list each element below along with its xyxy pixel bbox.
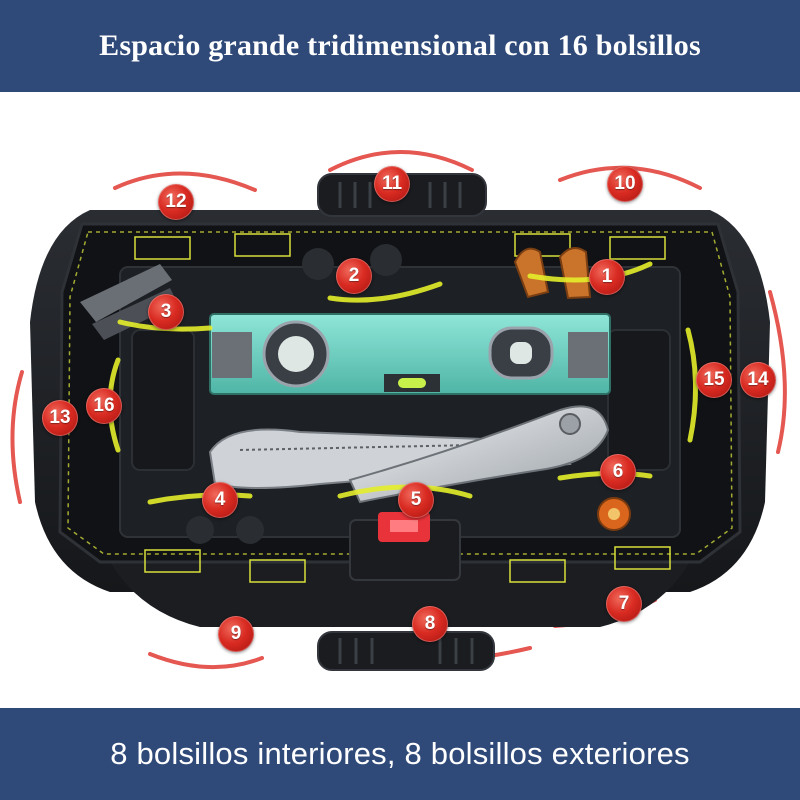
pocket-marker-16: 16: [86, 388, 122, 424]
tool-knob-1: [302, 248, 334, 280]
header-banner: Espacio grande tridimensional con 16 bol…: [0, 0, 800, 92]
pocket-marker-9: 9: [218, 616, 254, 652]
pocket-number: 5: [410, 489, 422, 510]
battery-pack: [349, 512, 461, 581]
header-title: Espacio grande tridimensional con 16 bol…: [99, 29, 701, 62]
pocket-number: 16: [93, 395, 115, 416]
pocket-marker-14: 14: [740, 362, 776, 398]
pocket-number: 8: [424, 613, 436, 634]
pocket-number: 2: [348, 265, 360, 286]
left-side-pocket: [131, 329, 195, 471]
footer-banner: 8 bolsillos interiores, 8 bolsillos exte…: [0, 708, 800, 800]
pocket-number: 1: [601, 266, 613, 287]
product-photo: 1 2 3 4 5 6 7 8 9 10 11 12 13 14 15 16: [0, 92, 800, 708]
bottom-handle-grip: [338, 638, 474, 664]
pocket-number: 10: [614, 173, 636, 194]
pocket-marker-1: 1: [589, 259, 625, 295]
pocket-marker-2: 2: [336, 258, 372, 294]
pocket-number: 12: [165, 191, 187, 212]
top-handle-grip: [338, 182, 462, 208]
pocket-marker-3: 3: [148, 294, 184, 330]
pocket-marker-12: 12: [158, 184, 194, 220]
pocket-number: 6: [612, 461, 624, 482]
bag-front-pocket: [110, 562, 690, 627]
pocket-marker-4: 4: [202, 482, 238, 518]
pocket-marker-10: 10: [607, 166, 643, 202]
pocket-number: 11: [381, 173, 403, 194]
bottom-handle: [317, 631, 495, 671]
pocket-number: 7: [618, 593, 630, 614]
folding-saw: [208, 405, 610, 504]
spirit-level: [209, 313, 611, 395]
pocket-number: 14: [747, 369, 769, 390]
pocket-patches: [134, 233, 671, 583]
pocket-marker-5: 5: [398, 482, 434, 518]
footer-caption: 8 bolsillos interiores, 8 bolsillos exte…: [110, 736, 690, 771]
orange-tools: [513, 247, 592, 300]
tool-knob-2: [370, 244, 402, 276]
pocket-number: 9: [230, 623, 242, 644]
tape-measure: [597, 497, 631, 531]
pocket-marker-7: 7: [606, 586, 642, 622]
pocket-marker-15: 15: [696, 362, 732, 398]
small-tool-1: [186, 516, 214, 544]
pocket-marker-11: 11: [374, 166, 410, 202]
pocket-marker-13: 13: [42, 400, 78, 436]
pocket-number: 13: [49, 407, 71, 428]
tool-bag-illustration: [10, 150, 787, 671]
pocket-number: 4: [214, 489, 226, 510]
right-side-pocket: [607, 329, 671, 471]
pocket-number: 3: [160, 301, 172, 322]
pocket-number: 15: [703, 369, 725, 390]
pocket-marker-8: 8: [412, 606, 448, 642]
pocket-marker-6: 6: [600, 454, 636, 490]
small-tool-2: [236, 516, 264, 544]
